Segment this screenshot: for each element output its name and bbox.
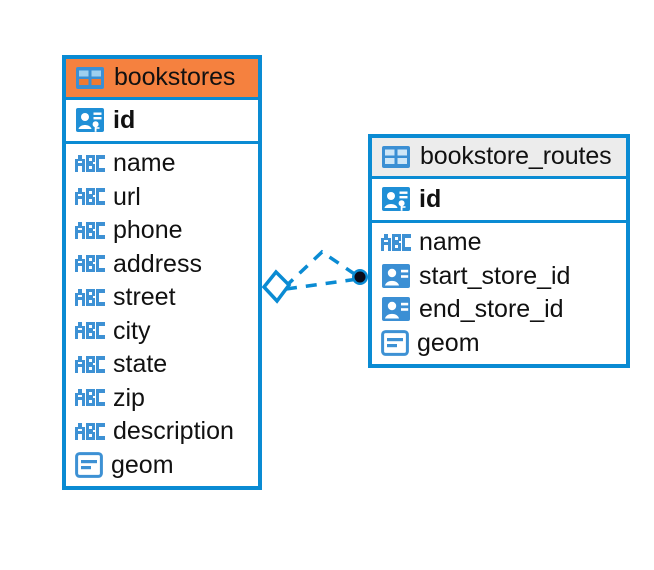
- field-row[interactable]: state: [66, 348, 258, 382]
- text-abc-icon: [381, 233, 411, 251]
- table-icon: [381, 145, 411, 169]
- field-row[interactable]: phone: [66, 214, 258, 248]
- field-label: description: [113, 417, 234, 445]
- entity-bookstores[interactable]: bookstores id: [62, 55, 262, 490]
- field-list-bookstores: name url: [66, 144, 258, 486]
- entity-header-bookstores[interactable]: bookstores: [66, 59, 258, 97]
- diamond-marker: [261, 269, 292, 304]
- field-label: geom: [417, 328, 480, 357]
- primary-key-icon: [381, 184, 411, 214]
- relationship-line-lower: [285, 277, 359, 291]
- field-list-bookstore-routes: name start_store_id: [372, 223, 626, 364]
- text-abc-icon: [75, 422, 105, 440]
- field-label: name: [113, 149, 176, 177]
- field-row[interactable]: city: [66, 315, 258, 349]
- field-label: state: [113, 350, 168, 378]
- text-abc-icon: [75, 389, 105, 407]
- field-label: url: [113, 182, 141, 211]
- field-label: geom: [111, 450, 174, 479]
- field-row[interactable]: description: [66, 415, 258, 449]
- field-row[interactable]: geom: [66, 449, 258, 483]
- field-label: zip: [113, 383, 145, 412]
- field-row[interactable]: end_store_id: [372, 293, 626, 327]
- foreign-key-icon: [381, 296, 411, 322]
- field-row[interactable]: geom: [372, 327, 626, 361]
- geometry-icon: [381, 329, 409, 356]
- relationship-line-upper: [283, 249, 360, 289]
- field-row[interactable]: name: [66, 147, 258, 181]
- table-icon: [75, 66, 105, 90]
- field-label: street: [113, 283, 176, 311]
- field-row[interactable]: address: [66, 248, 258, 282]
- field-label: end_store_id: [419, 295, 564, 323]
- text-abc-icon: [75, 288, 105, 306]
- field-label: address: [113, 249, 202, 278]
- primary-key-row[interactable]: id: [66, 97, 258, 144]
- field-row[interactable]: street: [66, 281, 258, 315]
- text-abc-icon: [75, 154, 105, 172]
- field-row[interactable]: url: [66, 181, 258, 215]
- entity-header-bookstore-routes[interactable]: bookstore_routes: [372, 138, 626, 176]
- text-abc-icon: [75, 255, 105, 273]
- entity-name: bookstores: [114, 63, 236, 91]
- field-label: start_store_id: [419, 261, 571, 290]
- field-label: phone: [113, 216, 183, 244]
- primary-key-row[interactable]: id: [372, 176, 626, 223]
- foreign-key-icon: [381, 263, 411, 289]
- geometry-icon: [75, 451, 103, 478]
- primary-key-label: id: [419, 184, 442, 213]
- text-abc-icon: [75, 221, 105, 239]
- field-row[interactable]: start_store_id: [372, 260, 626, 294]
- entity-bookstore-routes[interactable]: bookstore_routes id: [368, 134, 630, 368]
- field-label: name: [419, 228, 482, 256]
- field-row[interactable]: zip: [66, 382, 258, 416]
- filled-circle-marker: [352, 269, 368, 285]
- text-abc-icon: [75, 188, 105, 206]
- field-label: city: [113, 316, 151, 345]
- primary-key-icon: [75, 105, 105, 135]
- field-row[interactable]: name: [372, 226, 626, 260]
- text-abc-icon: [75, 322, 105, 340]
- entity-name: bookstore_routes: [420, 142, 612, 170]
- text-abc-icon: [75, 355, 105, 373]
- primary-key-label: id: [113, 105, 136, 134]
